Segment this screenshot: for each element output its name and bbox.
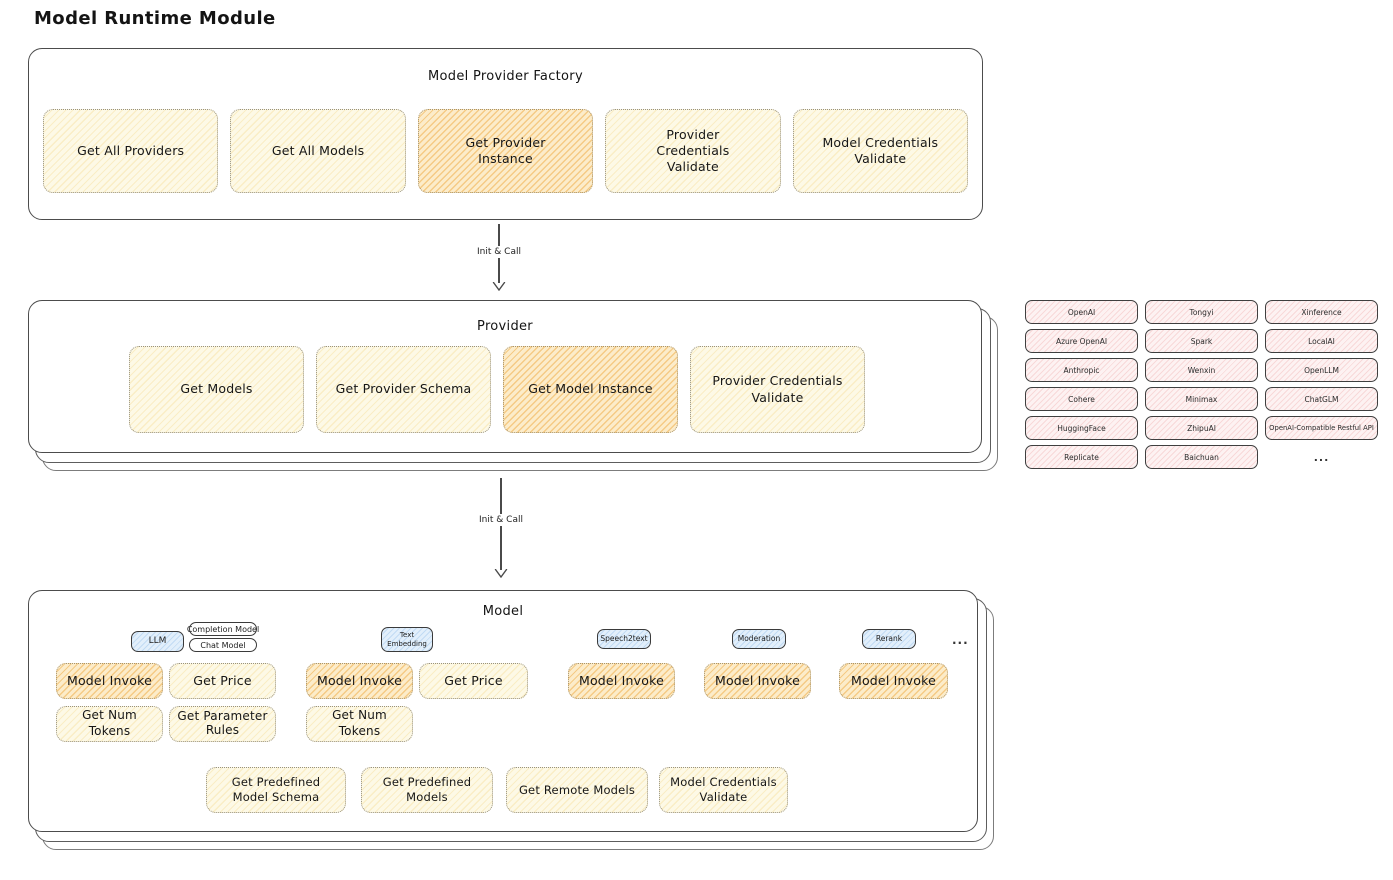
model-box: Model LLM Completion Model Chat Model Te…: [28, 590, 978, 832]
diagram-title: Model Runtime Module: [34, 8, 276, 29]
arrow-label-init-call-1: Init & Call: [477, 247, 521, 257]
provider-cell-chatglm: ChatGLM: [1265, 387, 1378, 411]
provider-cell-localai: LocalAI: [1265, 329, 1378, 353]
provider-cell-ellipsis: ...: [1313, 450, 1330, 464]
node-get-num-tokens-llm: Get Num Tokens: [56, 706, 163, 742]
node-model-credentials-validate-model: Model Credentials Validate: [659, 767, 788, 813]
provider-cell-wenxin: Wenxin: [1145, 358, 1258, 382]
provider-cell-azure-openai: Azure OpenAI: [1025, 329, 1138, 353]
node-get-parameter-rules: Get Parameter Rules: [169, 706, 276, 742]
provider-box: Provider Get Models Get Provider Schema …: [28, 300, 982, 453]
tag-chat-model: Chat Model: [189, 638, 257, 652]
model-tags-ellipsis: ...: [952, 633, 969, 647]
tag-moderation: Moderation: [732, 629, 786, 649]
provider-cell-openllm: OpenLLM: [1265, 358, 1378, 382]
arrow-line: [498, 258, 500, 283]
factory-title: Model Provider Factory: [428, 69, 583, 84]
node-get-provider-instance: Get Provider Instance: [417, 109, 594, 193]
tag-speech2text: Speech2text: [597, 629, 651, 649]
node-model-invoke-llm: Model Invoke: [56, 663, 163, 699]
factory-items-row: Get All Providers Get All Models Get Pro…: [43, 109, 969, 193]
arrow-provider-to-model: Init & Call: [471, 478, 531, 578]
arrow-label-init-call-2: Init & Call: [479, 515, 523, 525]
node-model-invoke-rerank: Model Invoke: [839, 663, 948, 699]
model-title: Model: [482, 604, 524, 619]
provider-cell-zhipuai: ZhipuAI: [1145, 416, 1258, 440]
provider-cell-anthropic: Anthropic: [1025, 358, 1138, 382]
provider-cell-openai-compatible-restful-api: OpenAI-Compatible Restful API: [1265, 416, 1378, 440]
node-provider-credentials-validate-provider: Provider Credentials Validate: [690, 346, 865, 433]
provider-title: Provider: [477, 319, 533, 334]
tag-completion-model: Completion Model: [187, 622, 259, 636]
provider-cell-spark: Spark: [1145, 329, 1258, 353]
provider-cell-baichuan: Baichuan: [1145, 445, 1258, 469]
provider-items-row: Get Models Get Provider Schema Get Model…: [129, 346, 865, 433]
provider-cell-minimax: Minimax: [1145, 387, 1258, 411]
provider-cell-openai: OpenAI: [1025, 300, 1138, 324]
node-get-all-providers: Get All Providers: [43, 109, 219, 193]
node-get-num-tokens-text-embedding: Get Num Tokens: [306, 706, 413, 742]
node-get-price-llm: Get Price: [169, 663, 276, 699]
provider-cell-tongyi: Tongyi: [1145, 300, 1258, 324]
tag-llm: LLM: [131, 631, 184, 652]
node-get-predefined-model-schema: Get Predefined Model Schema: [206, 767, 346, 813]
arrow-line: [500, 478, 502, 514]
provider-implementations-grid: OpenAI Tongyi Xinference Azure OpenAI Sp…: [1025, 300, 1378, 469]
provider-cell-huggingface: HuggingFace: [1025, 416, 1138, 440]
tag-text-embedding: Text Embedding: [381, 627, 433, 652]
node-model-invoke-moderation: Model Invoke: [704, 663, 811, 699]
node-get-remote-models: Get Remote Models: [506, 767, 648, 813]
node-get-models: Get Models: [129, 346, 304, 433]
provider-cell-xinference: Xinference: [1265, 300, 1378, 324]
node-provider-credentials-validate-factory: Provider Credentials Validate: [605, 109, 781, 193]
model-provider-factory-box: Model Provider Factory Get All Providers…: [28, 48, 983, 220]
node-get-model-instance: Get Model Instance: [503, 346, 678, 433]
tag-rerank: Rerank: [862, 629, 916, 649]
node-get-price-text-embedding: Get Price: [419, 663, 528, 699]
arrowhead-down-icon: [494, 569, 508, 578]
provider-cell-replicate: Replicate: [1025, 445, 1138, 469]
arrow-line: [500, 526, 502, 570]
node-model-invoke-text-embedding: Model Invoke: [306, 663, 413, 699]
node-model-credentials-validate-factory: Model Credentials Validate: [792, 109, 969, 193]
provider-cell-cohere: Cohere: [1025, 387, 1138, 411]
node-get-provider-schema: Get Provider Schema: [316, 346, 491, 433]
arrow-line: [498, 224, 500, 246]
node-get-predefined-models: Get Predefined Models: [361, 767, 493, 813]
node-model-invoke-speech2text: Model Invoke: [568, 663, 675, 699]
arrow-factory-to-provider: Init & Call: [469, 224, 529, 291]
arrowhead-down-icon: [492, 282, 506, 291]
node-get-all-models: Get All Models: [230, 109, 406, 193]
